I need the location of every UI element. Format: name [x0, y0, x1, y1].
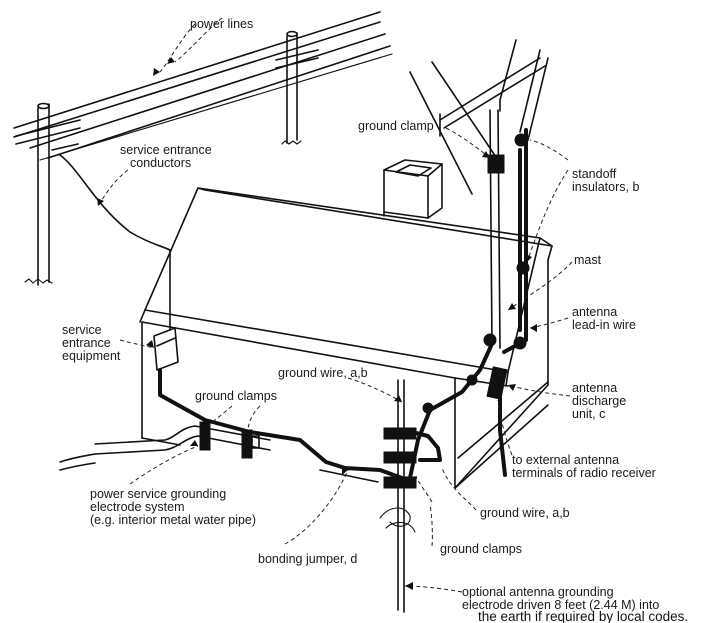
power-lines-drawing: [13, 11, 393, 286]
label-service-entrance-equipment-2: entrance: [62, 336, 111, 350]
label-service-entrance-equipment-3: equipment: [62, 349, 121, 363]
label-power-service-grounding-3: (e.g. interior metal water pipe): [90, 513, 256, 527]
antenna-drawing: [408, 39, 549, 480]
house-drawing: [139, 159, 553, 489]
label-optional-grounding-3: the earth if required by local codes.: [478, 609, 688, 623]
label-optional-grounding-2: electrode driven 8 feet (2.44 M) into: [462, 598, 659, 612]
label-external-terminals-2: terminals of radio receiver: [512, 466, 656, 480]
label-power-service-grounding: power service grounding: [90, 487, 226, 501]
label-antenna-discharge-2: discharge: [572, 394, 626, 408]
callout-labels: power lines service entrance conductors …: [62, 17, 688, 623]
label-optional-grounding: optional antenna grounding: [462, 585, 614, 599]
label-bonding-jumper: bonding jumper, d: [258, 552, 357, 566]
label-ground-clamp: ground clamp: [358, 119, 434, 133]
label-service-entrance-conductors-2: conductors: [130, 156, 191, 170]
label-antenna-lead-in: antenna: [572, 305, 617, 319]
arrowheads: [97, 57, 537, 590]
label-external-terminals: to external antenna: [512, 453, 619, 467]
label-antenna-discharge: antenna: [572, 381, 617, 395]
label-antenna-lead-in-2: lead-in wire: [572, 318, 636, 332]
label-standoff-insulators-2: insulators, b: [572, 180, 639, 194]
label-ground-wire-right: ground wire, a,b: [480, 506, 570, 520]
label-standoff-insulators: standoff: [572, 167, 617, 181]
label-power-lines: power lines: [190, 17, 253, 31]
service-ground-drawing: [59, 249, 442, 613]
label-ground-clamps-bottom: ground clamps: [440, 542, 522, 556]
label-service-entrance-equipment: service: [62, 323, 102, 337]
label-ground-clamps-top: ground clamps: [195, 389, 277, 403]
label-ground-wire-left: ground wire, a,b: [278, 366, 368, 380]
label-service-entrance-conductors: service entrance: [120, 143, 212, 157]
label-antenna-discharge-3: unit, c: [572, 407, 605, 421]
label-power-service-grounding-2: electrode system: [90, 500, 184, 514]
label-mast: mast: [574, 253, 602, 267]
